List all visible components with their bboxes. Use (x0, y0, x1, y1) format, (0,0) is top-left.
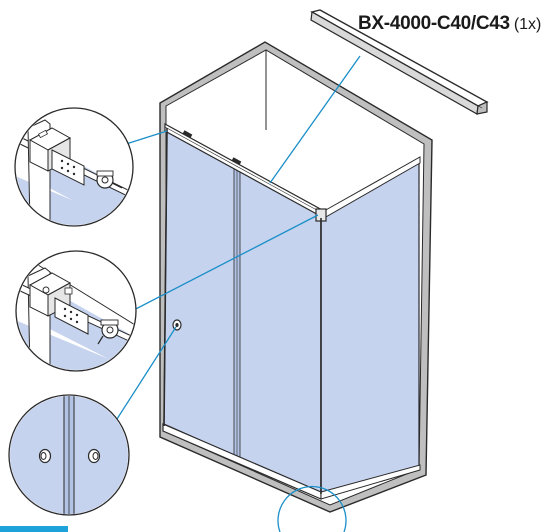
detail-circle-top (14, 107, 134, 227)
glass-panels (163, 126, 420, 495)
part-quantity: (1x) (513, 16, 542, 33)
bottom-corner-callout (277, 485, 347, 532)
top-rail-part-illustration (310, 9, 489, 115)
rails (162, 122, 421, 500)
callout-lines (116, 55, 361, 420)
detail-circle-middle (15, 250, 137, 372)
door-knob (172, 319, 182, 331)
part-code: BX-4000-C40/C43 (358, 13, 510, 34)
part-label: BX-4000-C40/C43(1x) (358, 14, 541, 33)
accent-bar (0, 526, 68, 532)
detail-circle-knobs (8, 394, 130, 516)
